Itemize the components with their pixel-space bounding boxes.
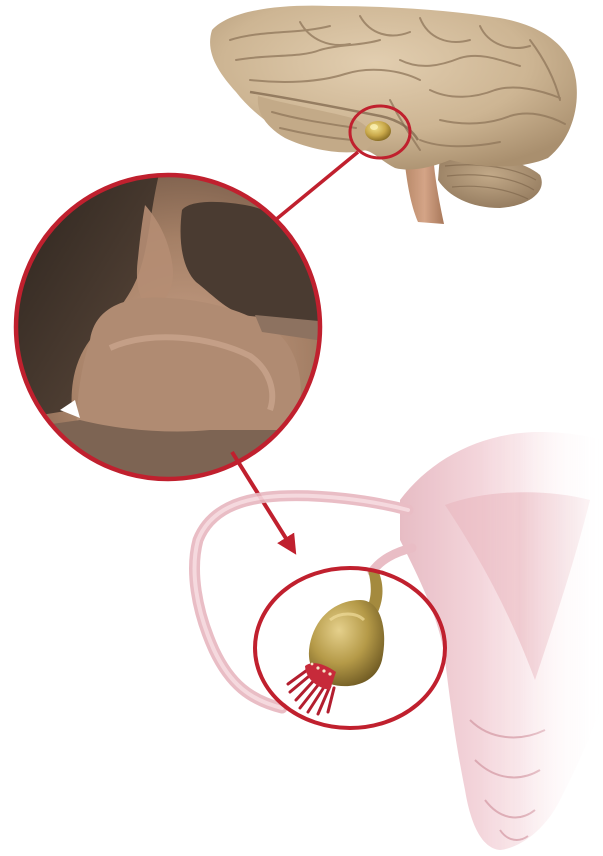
- ovary-group: [288, 570, 384, 714]
- brain: [210, 6, 577, 224]
- brain-to-magnified-connector: [268, 152, 358, 226]
- pituitary-gland: [365, 121, 391, 141]
- magnified-pituitary: [10, 170, 330, 490]
- ovarian-ligament: [372, 548, 412, 572]
- brain-stem: [405, 165, 444, 224]
